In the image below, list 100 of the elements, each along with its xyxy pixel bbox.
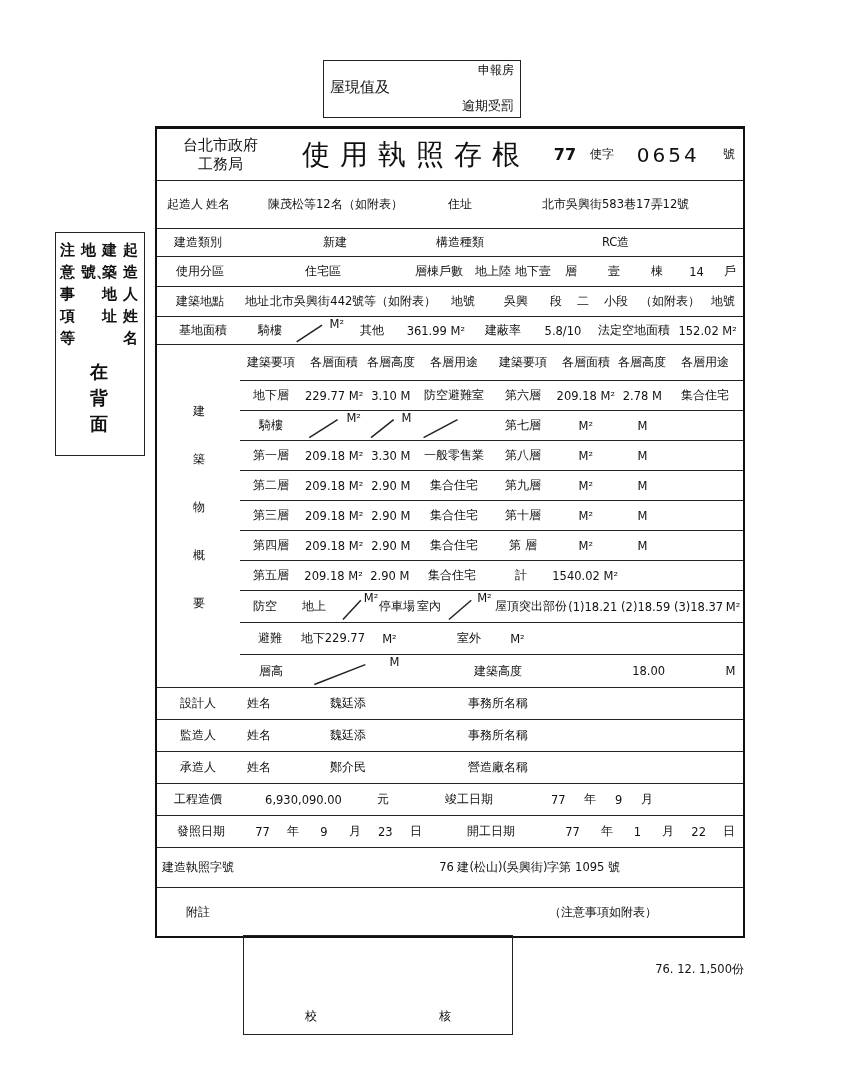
form-text: 第九層 <box>504 478 541 493</box>
form-text: 361.99 M² <box>406 323 466 338</box>
form-text: M <box>389 655 400 669</box>
side-note-text: 建築地址 <box>102 240 118 327</box>
form-text: 基地面積 <box>178 323 227 338</box>
form-text: 二 <box>577 294 589 309</box>
form-text: 76 建(松山)(吳興街)字第 1095 號 <box>439 860 621 875</box>
form-text: （注意事項如附表） <box>548 904 657 920</box>
form-text: 152.02 M² <box>678 323 737 338</box>
form-text: 姓名 <box>246 728 271 743</box>
form-text: 竣工日期 <box>445 792 494 807</box>
form-text: M² <box>578 538 594 553</box>
form-text: 地下層 <box>253 388 290 403</box>
form-text: 0654 <box>636 142 700 167</box>
form-text: 地號 <box>450 294 475 309</box>
form-text: 209.18 M² <box>304 448 364 463</box>
form-text: 209.18 M² <box>304 508 364 523</box>
form-text: 建築地點 <box>176 294 225 309</box>
form-text: 集合住宅 <box>681 388 730 403</box>
form-text: 地下229.77 <box>300 631 365 646</box>
form-text: 室外 <box>456 631 481 646</box>
form-text: 第十層 <box>504 508 541 523</box>
form-text: 使用分區 <box>176 264 225 279</box>
form-text: 校 <box>305 1009 317 1024</box>
form-text: M <box>725 664 736 678</box>
form-text: 日 <box>409 824 422 839</box>
form-text: 2.78 M <box>622 388 662 403</box>
form-text: 集合住宅 <box>429 508 478 523</box>
form-text: 法定空地面積 <box>597 323 670 338</box>
form-text: 元 <box>377 792 390 807</box>
form-text: (1)18.21 (2)18.59 (3)18.37 <box>568 599 724 614</box>
form-text: 承造人 <box>180 760 217 775</box>
form-text: M² <box>578 418 594 433</box>
form-text: M <box>637 538 648 553</box>
form-text: 建造執照字號 <box>162 860 235 875</box>
form-text: M² <box>477 591 492 605</box>
form-text: 2.90 M <box>370 568 410 583</box>
form-text: 戶 <box>723 264 736 279</box>
form-text: 核 <box>439 1009 451 1024</box>
form-text: 各層面積 <box>310 355 359 370</box>
form-text: 日 <box>723 824 736 839</box>
form-text: 209.18 M² <box>304 478 364 493</box>
form-text: 地上 <box>302 599 327 614</box>
form-text: 建造類別 <box>174 235 223 250</box>
form-text: 姓名 <box>246 696 271 711</box>
form-text: 5.8/10 <box>544 323 582 338</box>
form-text: 北市吳興街442號等（如附表） <box>270 294 437 309</box>
form-text: 北市吳興街583巷17弄12號 <box>542 197 690 212</box>
form-text: 地號 <box>711 294 735 309</box>
form-text: 第六層 <box>504 388 541 403</box>
form-text: 年 <box>287 824 300 839</box>
form-text: 第三層 <box>253 508 290 523</box>
form-text: 77 <box>550 792 566 807</box>
form-text: 段 <box>550 294 563 309</box>
form-text: 14 <box>689 264 704 279</box>
form-text: 住宅區 <box>304 264 341 279</box>
form-text: 3.30 M <box>371 448 411 463</box>
form-text: M² <box>578 448 594 463</box>
form-text: 騎樓 <box>257 323 282 338</box>
form-text: 9 <box>320 824 328 839</box>
form-text: 其他 <box>360 323 385 338</box>
form-text: M² <box>329 317 345 331</box>
form-text: 集合住宅 <box>428 568 477 583</box>
form-text: 77 <box>553 145 577 164</box>
form-text: 建蔽率 <box>484 323 521 338</box>
form-text: 住址 <box>447 197 472 212</box>
form-text: M² <box>510 631 525 646</box>
form-text: 集合住宅 <box>429 478 478 493</box>
form-text: 台北市政府工務局 <box>181 135 259 174</box>
form-title: 使用執照存根 <box>301 136 530 173</box>
form-text: 鄭介民 <box>330 760 367 775</box>
form-text: 號 <box>722 147 735 162</box>
form-text: 209.18 M² <box>304 538 364 553</box>
form-text: M <box>637 508 648 523</box>
form-text: 營造廠名稱 <box>467 760 528 775</box>
form-text: 第八層 <box>504 448 541 463</box>
form-text: 22 <box>691 824 706 839</box>
form-text: 地址 <box>245 294 269 309</box>
form-text: 209.18 M² <box>556 388 615 403</box>
form-text: 第五層 <box>253 568 290 583</box>
stamp-text: 逾期受罰 <box>462 97 514 115</box>
form-text: 魏廷添 <box>330 696 367 711</box>
form-text: 2.90 M <box>371 538 411 553</box>
form-text: M² <box>578 508 594 523</box>
form-text: 防空 <box>252 599 277 614</box>
form-text: 陳茂松等12名（如附表） <box>268 197 403 212</box>
form-text: M² <box>363 591 379 605</box>
form-text: 防空避難室 <box>423 388 484 403</box>
form-text: 層棟戶數 <box>414 264 463 279</box>
form-text: M <box>637 448 648 463</box>
form-text: 魏廷添 <box>330 728 367 743</box>
form-text: 3.10 M <box>371 388 411 403</box>
form-text: M <box>637 418 648 433</box>
form-text: RC造 <box>601 235 630 250</box>
form-text: 各層高度 <box>366 355 415 370</box>
form-text: 2.90 M <box>371 508 411 523</box>
form-text: 層 <box>564 264 577 279</box>
form-text: 停車場 <box>378 599 415 614</box>
form-text: 建築要項 <box>498 355 547 370</box>
form-text: 設計人 <box>180 696 217 711</box>
